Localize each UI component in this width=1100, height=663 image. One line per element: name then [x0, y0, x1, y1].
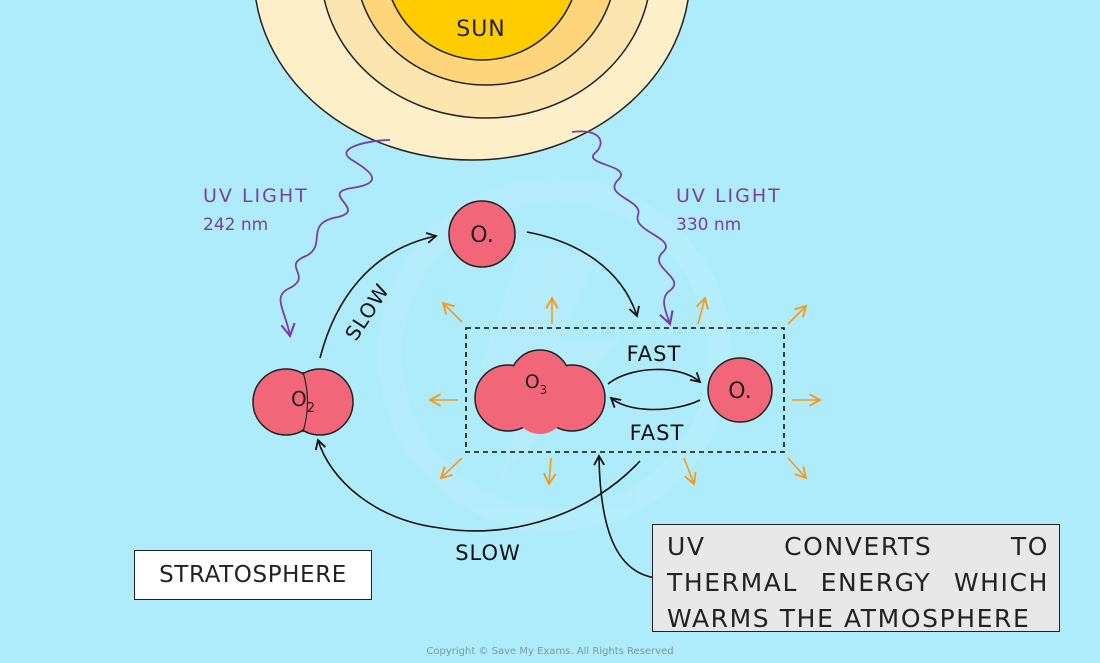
- svg-text:O3: O3: [525, 371, 548, 397]
- arrow-o3-to-o-fast: [607, 368, 702, 385]
- heat-arrow: [439, 457, 463, 480]
- o3-subscript: 3: [540, 383, 548, 397]
- fast-label-top: FAST: [627, 342, 682, 366]
- svg-text:O2: O2: [291, 387, 315, 416]
- heat-arrow: [441, 301, 463, 323]
- stratosphere-label: STRATOSPHERE: [134, 550, 372, 600]
- sun: SUN: [255, 0, 689, 161]
- arrow-o-to-box: [526, 231, 640, 318]
- uv-right-label: UV LIGHT: [676, 185, 782, 207]
- oxygen-radical-top: O.: [448, 200, 516, 268]
- copyright-notice: Copyright © Save My Exams. All Rights Re…: [426, 646, 674, 657]
- o3-symbol: O: [525, 371, 540, 393]
- oxygen-radical-right: O.: [707, 357, 773, 423]
- o2-symbol: O: [291, 387, 307, 411]
- heat-arrow: [683, 457, 697, 486]
- oxygen-radical-top-label: O.: [470, 223, 493, 248]
- arrow-box-to-o2-slow: [314, 438, 641, 532]
- fast-label-bottom: FAST: [630, 421, 685, 445]
- heat-arrow: [695, 296, 709, 325]
- ozone-molecule-o3: O3: [474, 349, 606, 434]
- uv-wave-right: [571, 130, 676, 327]
- oxygen-molecule-o2: O2: [252, 368, 354, 436]
- heat-arrow: [787, 457, 808, 480]
- uv-left-wavelength: 242 nm: [203, 215, 268, 235]
- reaction-zone-box: [465, 327, 785, 453]
- pointer-note-to-box: [593, 454, 657, 579]
- uv-wave-left: [279, 139, 391, 339]
- arrow-o2-to-o-slow: [319, 232, 438, 359]
- o2-subscript: 2: [307, 401, 315, 416]
- thermal-energy-note: UV CONVERTS TO THERMAL ENERGY WHICH WARM…: [652, 524, 1060, 633]
- heat-arrow: [543, 457, 557, 486]
- arrow-o-to-o3-fast: [609, 396, 701, 411]
- uv-left-label: UV LIGHT: [203, 185, 309, 207]
- slow-label-bottom: SLOW: [455, 541, 521, 565]
- oxygen-radical-right-label: O.: [728, 379, 751, 404]
- heat-arrows: [428, 296, 822, 486]
- heat-arrow: [787, 304, 808, 325]
- sun-label: SUN: [456, 17, 506, 42]
- uv-right-wavelength: 330 nm: [676, 215, 741, 235]
